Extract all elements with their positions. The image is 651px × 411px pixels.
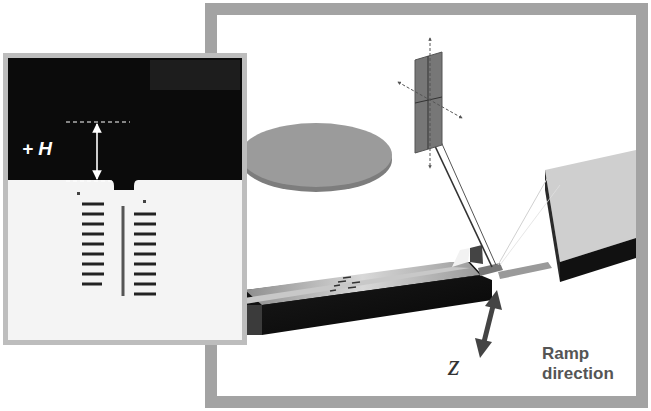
dimension-label: + H	[22, 138, 52, 160]
direction-label: Ramp direction	[542, 344, 632, 383]
right-chip	[498, 150, 636, 282]
cantilever-chip-photo	[8, 180, 242, 340]
photodetector	[398, 38, 462, 168]
photo-panel	[3, 53, 247, 345]
ladder-marks	[82, 204, 156, 294]
photo-ground	[8, 58, 242, 340]
right-panel	[205, 3, 648, 408]
sample-disk-top	[240, 123, 392, 187]
panel-ground	[217, 15, 636, 396]
axis-label: z	[448, 348, 460, 383]
cantilever-chip	[230, 245, 503, 335]
photo-frame	[3, 53, 247, 345]
panel-frame	[205, 3, 648, 408]
height-marker	[66, 122, 130, 181]
ramp-arrow	[475, 290, 502, 358]
